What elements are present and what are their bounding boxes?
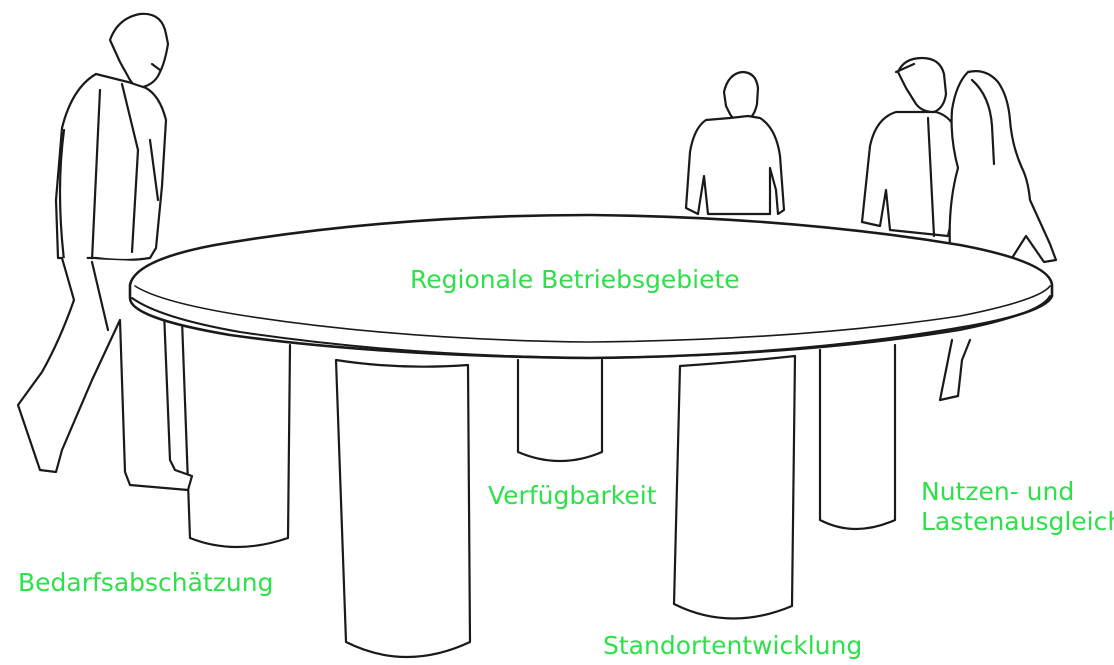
pillar-front-left bbox=[334, 358, 472, 659]
person-right-man bbox=[860, 56, 962, 238]
person-center bbox=[684, 70, 786, 216]
pillar-label-standortentwicklung: Standortentwicklung bbox=[603, 631, 863, 660]
person-right-woman bbox=[938, 70, 1058, 402]
pillar-label-nutzen-line2: Lastenausgleich bbox=[921, 507, 1114, 536]
pillar-label-bedarfsabschaetzung: Bedarfsabschätzung bbox=[18, 568, 274, 597]
person-left bbox=[16, 12, 194, 492]
pillar-left bbox=[180, 318, 292, 549]
pillar-label-nutzen-line1: Nutzen- und bbox=[921, 477, 1075, 506]
pillar-right bbox=[818, 343, 897, 530]
table-label: Regionale Betriebsgebiete bbox=[410, 265, 740, 294]
pillar-back bbox=[516, 358, 604, 463]
pillar-front-right bbox=[672, 354, 797, 620]
pillar-label-nutzen-lastenausgleich: Nutzen- und Lastenausgleich bbox=[921, 477, 1114, 537]
table-top bbox=[128, 213, 1054, 360]
pillar-label-verfuegbarkeit: Verfügbarkeit bbox=[488, 481, 657, 510]
